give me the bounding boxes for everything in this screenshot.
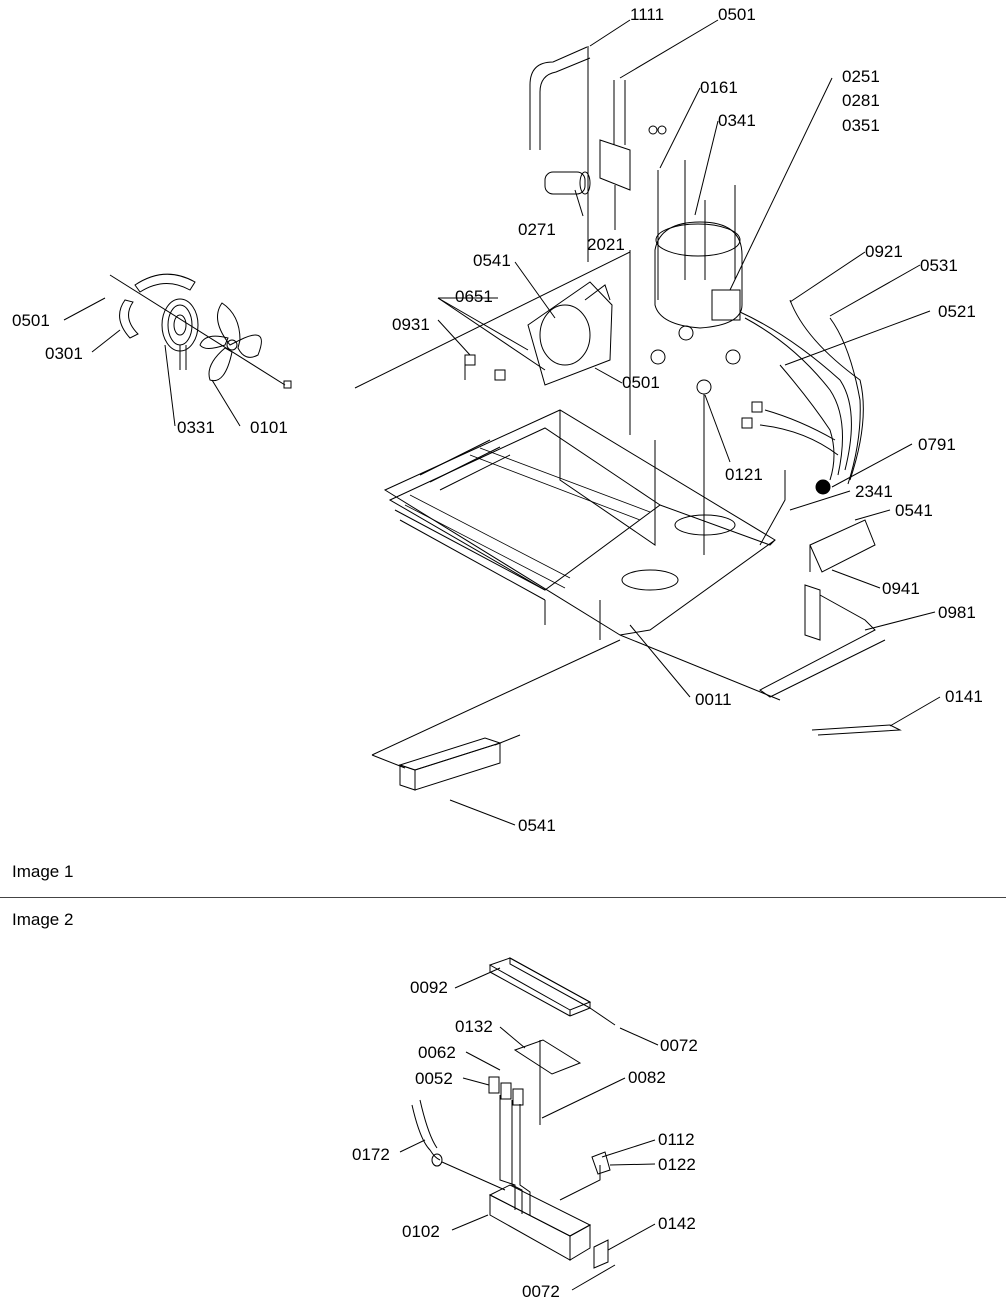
part-label: 0941 [882,579,920,598]
part-label: 0501 [622,373,660,392]
part-label: 0101 [250,418,288,437]
part-label: 0271 [518,220,556,239]
part-label: 0301 [45,344,83,363]
image1-part-labels: 1111 0501 0161 0341 0251 0281 0351 0271 … [12,5,983,835]
part-label: 0921 [865,242,903,261]
part-label: 0791 [918,435,956,454]
image-2-caption: Image 2 [12,910,74,929]
image2-drawing [412,958,615,1268]
part-label: 0161 [700,78,738,97]
part-label: 0122 [658,1155,696,1174]
section-divider [0,897,1006,898]
part-label: 0011 [695,690,732,709]
part-label: 0052 [415,1069,453,1088]
part-label: 2341 [855,482,893,501]
part-label: 0541 [518,816,556,835]
part-label: 0931 [392,315,430,334]
part-label: 0351 [842,116,880,135]
part-label: 0501 [12,311,50,330]
part-label: 0251 [842,67,880,86]
part-label: 0072 [660,1036,698,1055]
part-label: 0501 [718,5,756,24]
image-1-caption: Image 1 [12,862,74,881]
capacitor-bracket-drawing [530,46,666,262]
part-label: 0072 [522,1282,560,1301]
part-label: 0341 [718,111,756,130]
part-label: 0651 [455,287,493,306]
image2-leader-lines [400,968,658,1290]
image1-leader-lines [64,20,940,825]
part-label: 0062 [418,1043,456,1062]
control-box-drawing [372,640,620,790]
part-label: 0102 [402,1222,440,1241]
fan-shroud-drawing [465,282,612,385]
part-label: 0141 [945,687,983,706]
fan-assembly-drawing [110,274,291,388]
part-label: 0132 [455,1017,493,1036]
part-label: 0172 [352,1145,390,1164]
part-label: 0092 [410,978,448,997]
bracket-strip-drawing [760,520,900,735]
evaporator-base-drawing [355,250,785,700]
wiring-harness-drawing [740,300,863,494]
image2-part-labels: 0092 0072 0132 0062 0052 0082 0172 0112 … [352,978,698,1301]
part-label: 0281 [842,91,880,110]
part-label: 0531 [920,256,958,275]
part-label: 0331 [177,418,215,437]
compressor-drawing [651,160,742,555]
part-label: 0541 [473,251,511,270]
part-label: 0142 [658,1214,696,1233]
part-label: 0541 [895,501,933,520]
part-label: 0121 [725,465,763,484]
part-label: 0112 [658,1130,695,1149]
part-label: 0981 [938,603,976,622]
part-label: 0082 [628,1068,666,1087]
part-label: 1111 [630,5,664,24]
part-label: 2021 [587,235,625,254]
part-label: 0521 [938,302,976,321]
